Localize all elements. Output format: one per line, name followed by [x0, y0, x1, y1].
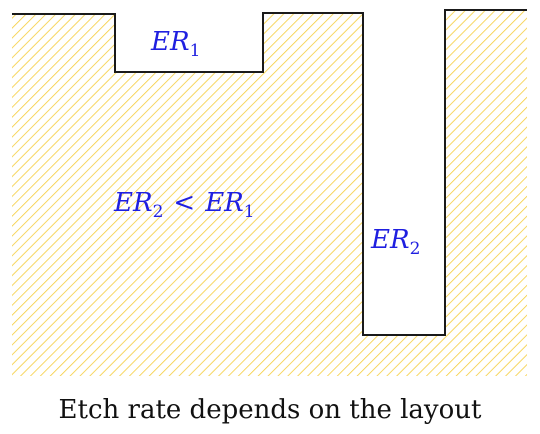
- shallow-trench-label: ER1: [150, 27, 200, 61]
- etch-profile-outline: [12, 9, 527, 336]
- figure-caption: Etch rate depends on the layout: [59, 395, 482, 425]
- substrate-hatched-region: [12, 10, 527, 376]
- etch-rate-comparison-label: ER2<ER1: [113, 188, 255, 222]
- deep-trench-label: ER2: [370, 225, 420, 259]
